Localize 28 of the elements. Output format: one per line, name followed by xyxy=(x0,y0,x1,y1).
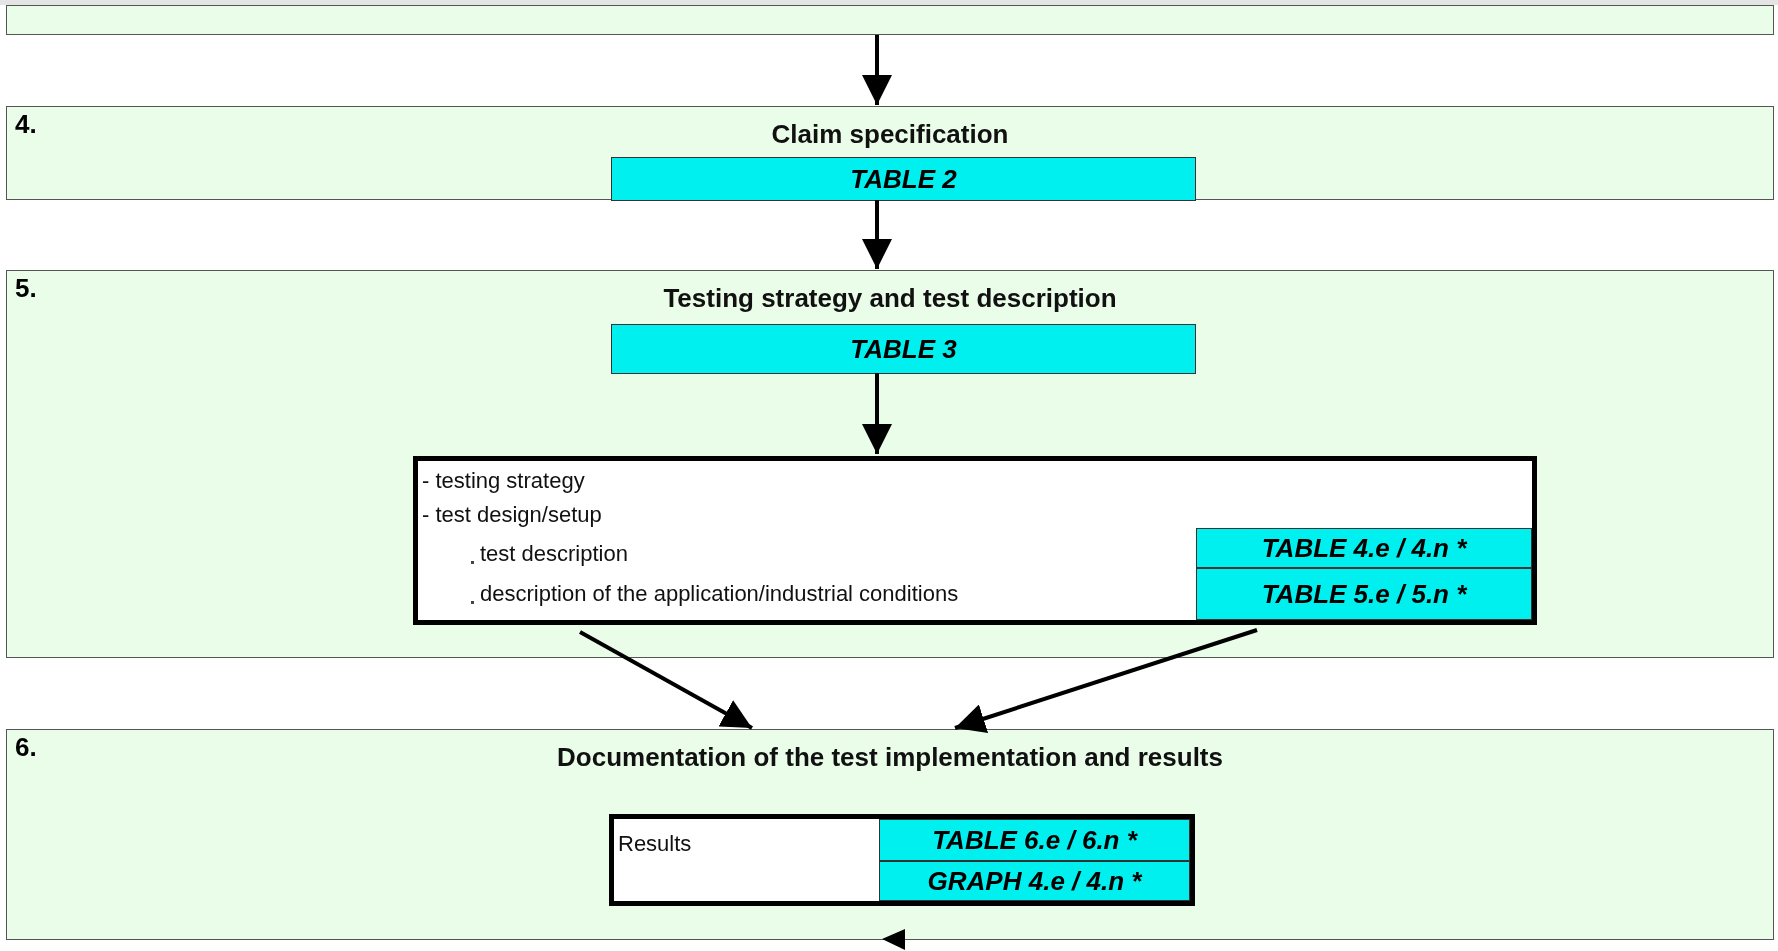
list-item: description of the application/industrial conditions xyxy=(480,583,959,605)
stage-number: 4. xyxy=(15,111,37,137)
arrow xyxy=(862,373,892,454)
stage-band xyxy=(6,106,1774,200)
stage-number: 5. xyxy=(15,275,37,301)
table-reference-cell: TABLE 5.e / 5.n * xyxy=(1196,568,1532,620)
stage-title: Testing strategy and test description xyxy=(663,285,1117,311)
arrow xyxy=(862,35,892,105)
arrow xyxy=(862,200,892,269)
results-label: Results xyxy=(618,833,692,855)
stage-number: 6. xyxy=(15,734,37,760)
stage-band xyxy=(6,729,1774,940)
table-reference-cell: TABLE 2 xyxy=(611,157,1196,201)
list-item: - testing strategy xyxy=(422,470,585,492)
stage-band xyxy=(6,270,1774,658)
results-box xyxy=(609,814,1195,906)
table-reference-cell: GRAPH 4.e / 4.n * xyxy=(879,861,1190,901)
table-reference-cell: TABLE 3 xyxy=(611,324,1196,374)
table-reference-cell: TABLE 6.e / 6.n * xyxy=(879,819,1190,861)
arrow xyxy=(954,628,1258,733)
arrow xyxy=(579,630,753,730)
stage-band xyxy=(6,5,1774,35)
stage-title: Documentation of the test implementation and results xyxy=(557,744,1223,770)
list-item: test description xyxy=(480,543,628,565)
description-box xyxy=(413,456,1537,625)
stage-title: Claim specification xyxy=(771,121,1009,147)
table-reference-cell: TABLE 4.e / 4.n * xyxy=(1196,528,1532,568)
list-item: - test design/setup xyxy=(422,504,602,526)
